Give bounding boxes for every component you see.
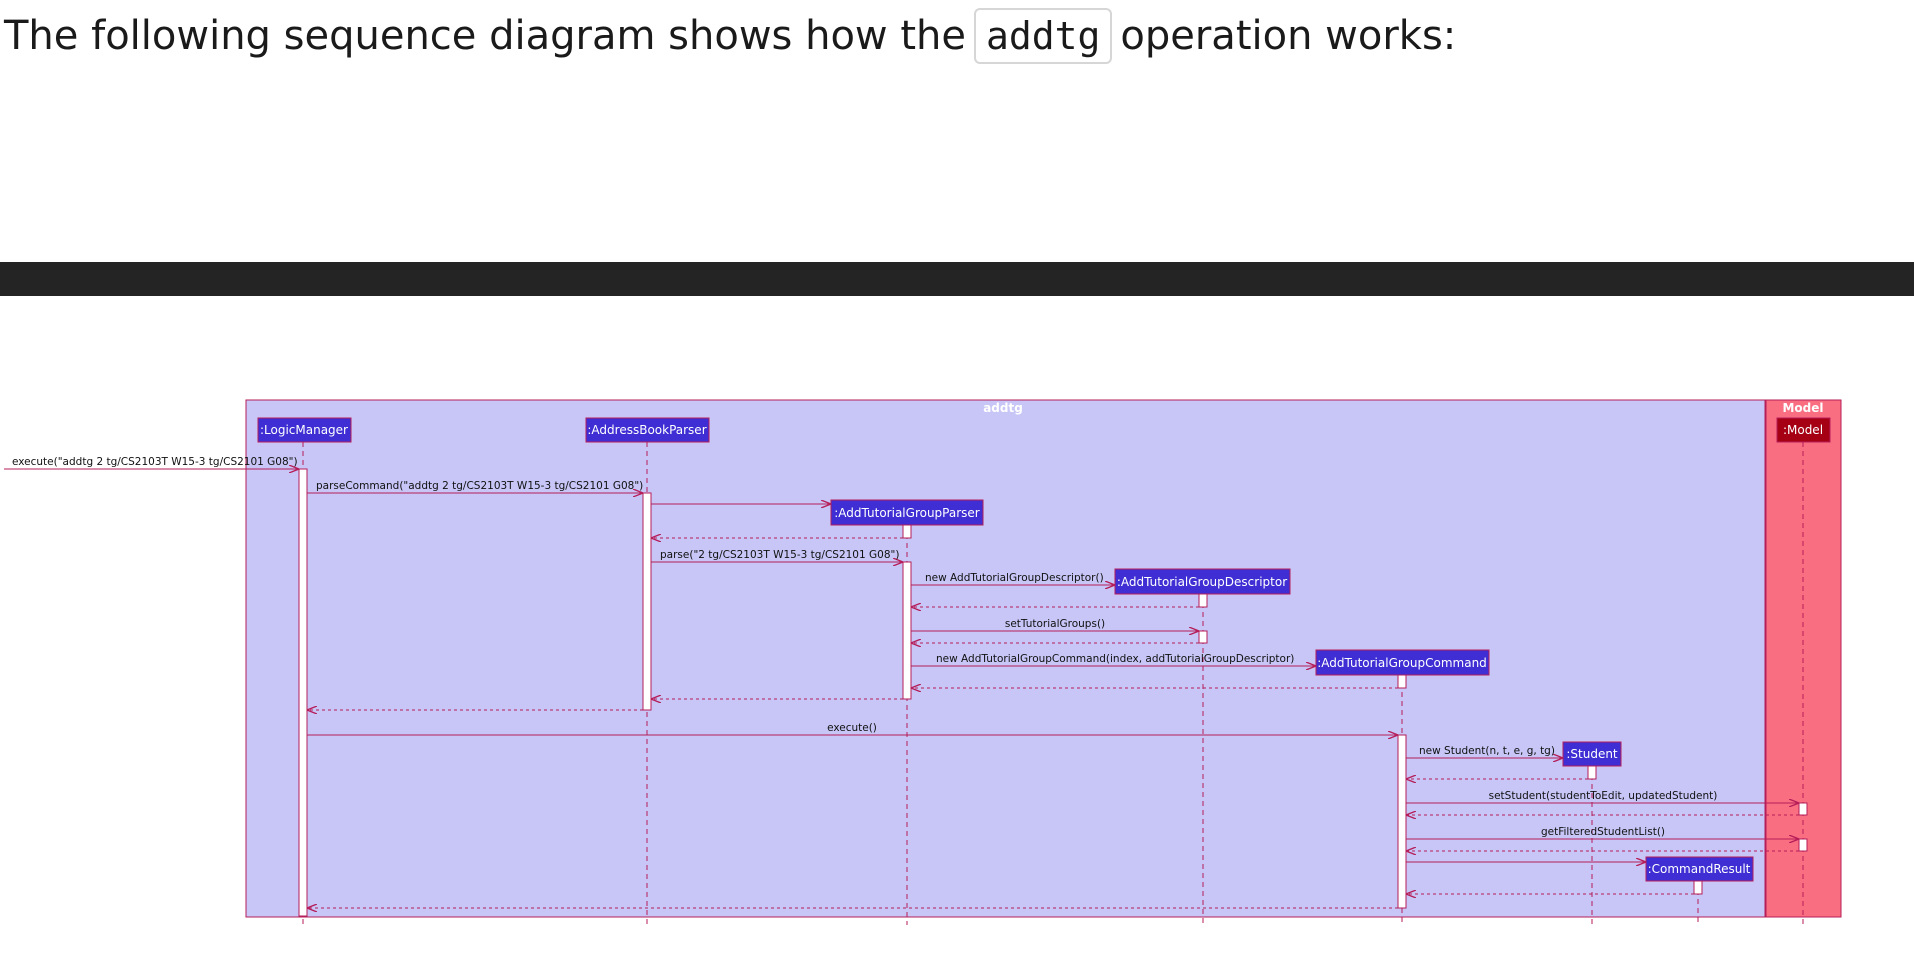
message-execute: execute(): [827, 722, 877, 734]
participant-add-tutorial-group-command: [1315, 649, 1490, 676]
participant-student: [1562, 741, 1622, 767]
participant-address-book-parser: [585, 417, 710, 443]
participant-add-tutorial-group-parser: [830, 499, 984, 526]
message-new-command: new AddTutorialGroupCommand(index, addTu…: [936, 653, 1294, 665]
model-group-label: Model: [1782, 401, 1823, 415]
participant-logic-manager-label: :LogicManager: [260, 423, 348, 437]
message-set-student: setStudent(studentToEdit, updatedStudent…: [1489, 790, 1718, 802]
message-new-descriptor: new AddTutorialGroupDescriptor(): [925, 572, 1104, 584]
participant-command-result-label: :CommandResult: [1648, 862, 1751, 876]
activation-parser-create: [902, 524, 912, 539]
activation-model-get: [1798, 838, 1808, 852]
inline-code-addtg: addtg: [974, 8, 1113, 64]
activation-command-result-create: [1693, 880, 1703, 895]
message-get-filtered-list: getFilteredStudentList(): [1541, 826, 1665, 838]
message-new-student: new Student(n, t, e, g, tg): [1419, 745, 1555, 757]
activation-logic-manager: [298, 468, 308, 917]
participant-student-label: :Student: [1566, 747, 1618, 761]
addtg-group-box: [245, 399, 1766, 918]
dark-banner: [0, 262, 1914, 296]
intro-after: operation works:: [1120, 13, 1457, 59]
participant-model: [1776, 417, 1831, 443]
sequence-diagram: addtg Model :LogicManager :AddressBookPa…: [4, 399, 1842, 925]
message-execute-input: execute("addtg 2 tg/CS2103T W15-3 tg/CS2…: [12, 456, 298, 468]
participant-logic-manager: [257, 417, 352, 443]
activation-command-execute: [1397, 734, 1407, 909]
activation-student-create: [1587, 765, 1597, 780]
participant-add-tutorial-group-descriptor: [1114, 568, 1291, 595]
participant-add-tutorial-group-parser-label: :AddTutorialGroupParser: [834, 506, 980, 520]
activation-model-set: [1798, 802, 1808, 816]
activation-address-book-parser: [642, 492, 652, 711]
intro-text: The following sequence diagram shows how…: [4, 8, 1456, 64]
activation-parser-parse: [902, 561, 912, 700]
message-parse-command: parseCommand("addtg 2 tg/CS2103T W15-3 t…: [316, 480, 643, 492]
message-parse: parse("2 tg/CS2103T W15-3 tg/CS2101 G08"…: [660, 549, 899, 561]
participant-add-tutorial-group-descriptor-label: :AddTutorialGroupDescriptor: [1117, 575, 1287, 589]
participant-add-tutorial-group-command-label: :AddTutorialGroupCommand: [1317, 656, 1487, 670]
intro-before: The following sequence diagram shows how…: [4, 13, 966, 59]
participant-model-label: :Model: [1783, 423, 1823, 437]
activation-descriptor-set: [1198, 630, 1208, 644]
addtg-group-label: addtg: [983, 401, 1023, 415]
participant-command-result: [1645, 856, 1754, 882]
participant-address-book-parser-label: :AddressBookParser: [587, 423, 706, 437]
message-set-tutorial-groups: setTutorialGroups(): [1005, 618, 1105, 630]
activation-command-create: [1397, 674, 1407, 689]
activation-descriptor-create: [1198, 593, 1208, 608]
